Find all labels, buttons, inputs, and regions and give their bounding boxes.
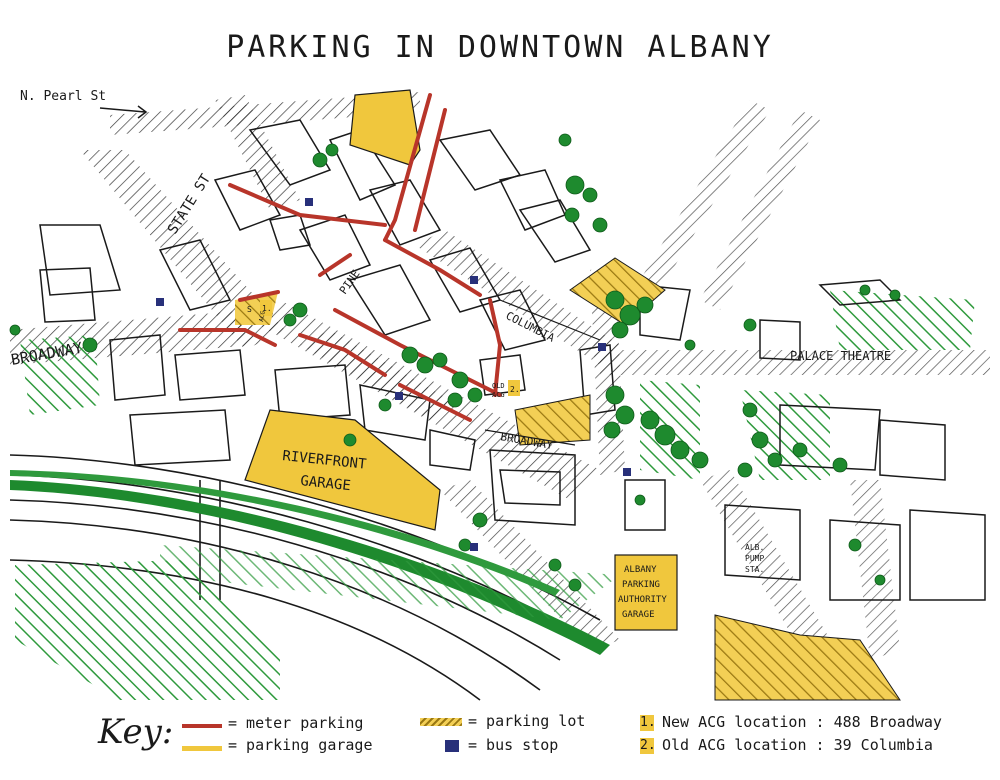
road-far-right xyxy=(850,480,900,660)
road-pine xyxy=(300,330,450,420)
legend-garage: = parking garage xyxy=(228,736,373,754)
legend-new-acg-num: 1. xyxy=(640,715,656,731)
park-east-3 xyxy=(740,390,830,480)
legend-new-acg: New ACG location : 488 Broadway xyxy=(662,713,942,731)
park-river-strip xyxy=(160,545,620,620)
legend-lot: = parking lot xyxy=(468,712,586,730)
park-riverside xyxy=(15,560,280,700)
legend-bus: = bus stop xyxy=(468,736,559,754)
legend-swatch-garage xyxy=(182,746,222,751)
marker-new-acg-box xyxy=(508,380,520,396)
road-lower-diag xyxy=(440,480,620,650)
label-riverfront-2: GARAGE xyxy=(300,473,352,494)
lot-south-east xyxy=(714,614,901,701)
legend-swatch-meter xyxy=(182,724,222,728)
legend-meter: = meter parking xyxy=(228,714,364,732)
road-columbia xyxy=(415,230,620,365)
park-east-1 xyxy=(830,290,975,350)
label-apa-4: GARAGE xyxy=(622,610,655,620)
marker-old-acg-box xyxy=(260,300,272,316)
label-marker-old: 2. xyxy=(510,385,520,394)
page-title: PARKING IN DOWNTOWN ALBANY xyxy=(226,30,774,65)
label-n-pearl: N. Pearl St xyxy=(20,89,106,104)
road-right-1 xyxy=(640,100,770,290)
legend-old-acg-num: 2. xyxy=(640,738,656,754)
n-pearl-arrow xyxy=(99,105,148,119)
garage-riverfront xyxy=(244,409,441,531)
buildings xyxy=(39,119,986,601)
legend-swatch-bus xyxy=(445,740,459,752)
label-old-acg-2: ACG xyxy=(492,391,505,399)
parking-garages xyxy=(244,89,678,631)
garage-apa xyxy=(614,554,678,631)
road-right-2 xyxy=(700,110,820,310)
road-n-pearl xyxy=(110,92,420,135)
label-pump-2: PUMP xyxy=(745,554,764,563)
park-west xyxy=(20,335,100,415)
legend-swatch-lot xyxy=(420,718,462,726)
legend-title: Key: xyxy=(98,712,174,752)
label-pump-1: ALB. xyxy=(745,543,764,552)
label-acg-small: ACG xyxy=(258,310,267,322)
broadway-arrow xyxy=(484,429,576,446)
label-pump-3: STA. xyxy=(745,565,764,574)
road-east xyxy=(600,350,990,375)
lot-columbia xyxy=(514,394,591,446)
label-marker-new: 1. xyxy=(262,304,272,313)
label-apa-2: PARKING xyxy=(622,580,660,590)
bus-stops xyxy=(156,198,631,551)
road-state-st xyxy=(80,150,285,350)
label-palace: PALACE THEATRE xyxy=(790,349,891,363)
label-apa-3: AUTHORITY xyxy=(618,595,667,605)
garage-north xyxy=(349,89,421,166)
label-pine: PINE xyxy=(337,268,363,297)
legend-old-acg: Old ACG location : 39 Columbia xyxy=(662,736,933,754)
label-old-acg-1: OLD xyxy=(492,382,505,390)
label-apa-1: ALBANY xyxy=(624,565,657,575)
trees xyxy=(9,133,901,592)
label-acg-s: S xyxy=(247,305,252,314)
columbia-arrow xyxy=(499,299,601,341)
